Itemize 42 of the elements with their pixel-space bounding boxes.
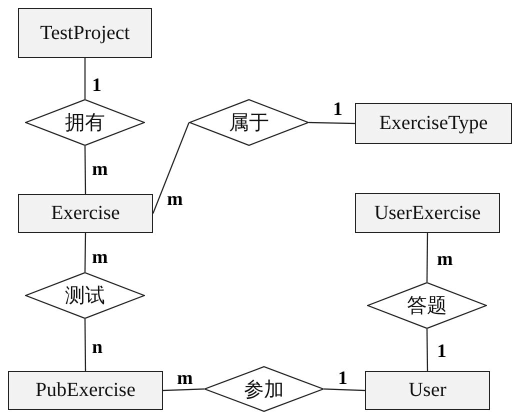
cardinality-label: 1 (437, 342, 446, 361)
relationship-diamond (204, 366, 324, 412)
connector-line (324, 388, 366, 392)
cardinality-label: 1 (338, 369, 348, 388)
relationship-diamond (189, 99, 309, 146)
entity-box (365, 371, 490, 410)
cardinality-label: m (177, 369, 193, 388)
entity-name: User (408, 379, 446, 402)
cardinality-label: m (92, 248, 108, 267)
entity-box (355, 193, 500, 233)
connector-line (162, 388, 204, 392)
connector-line (84, 58, 86, 99)
relationship-name: 拥有 (65, 111, 105, 136)
entity-box (18, 194, 153, 233)
connector-line (308, 122, 356, 124)
connector-line (426, 329, 428, 371)
relationship-diamond (367, 282, 487, 329)
entity-name: TestProject (40, 22, 130, 44)
cardinality-label: m (92, 160, 108, 179)
entity-name: Exercise (51, 202, 120, 225)
connector-line (84, 233, 86, 272)
cardinality-label: m (167, 190, 183, 209)
connector-line (84, 146, 86, 194)
entity-box (355, 103, 512, 144)
entity-box (18, 8, 152, 58)
relationship-name: 属于 (229, 111, 269, 136)
entity-name: PubExercise (36, 379, 136, 402)
relationship-name: 参加 (244, 378, 284, 402)
relationship-name: 答题 (407, 294, 447, 319)
relationship-diamond (25, 99, 145, 146)
relationship-name: 测试 (65, 284, 105, 309)
connector-line (84, 319, 86, 371)
entity-name: ExerciseType (379, 112, 488, 135)
connector-line (152, 122, 190, 214)
entity-box (8, 371, 163, 410)
cardinality-label: 1 (333, 100, 342, 119)
cardinality-label: 1 (92, 76, 102, 95)
cardinality-label: n (92, 338, 103, 357)
connector-line (426, 233, 428, 282)
cardinality-label: m (437, 250, 453, 269)
entity-name: UserExercise (374, 202, 481, 224)
relationship-diamond (25, 272, 145, 319)
